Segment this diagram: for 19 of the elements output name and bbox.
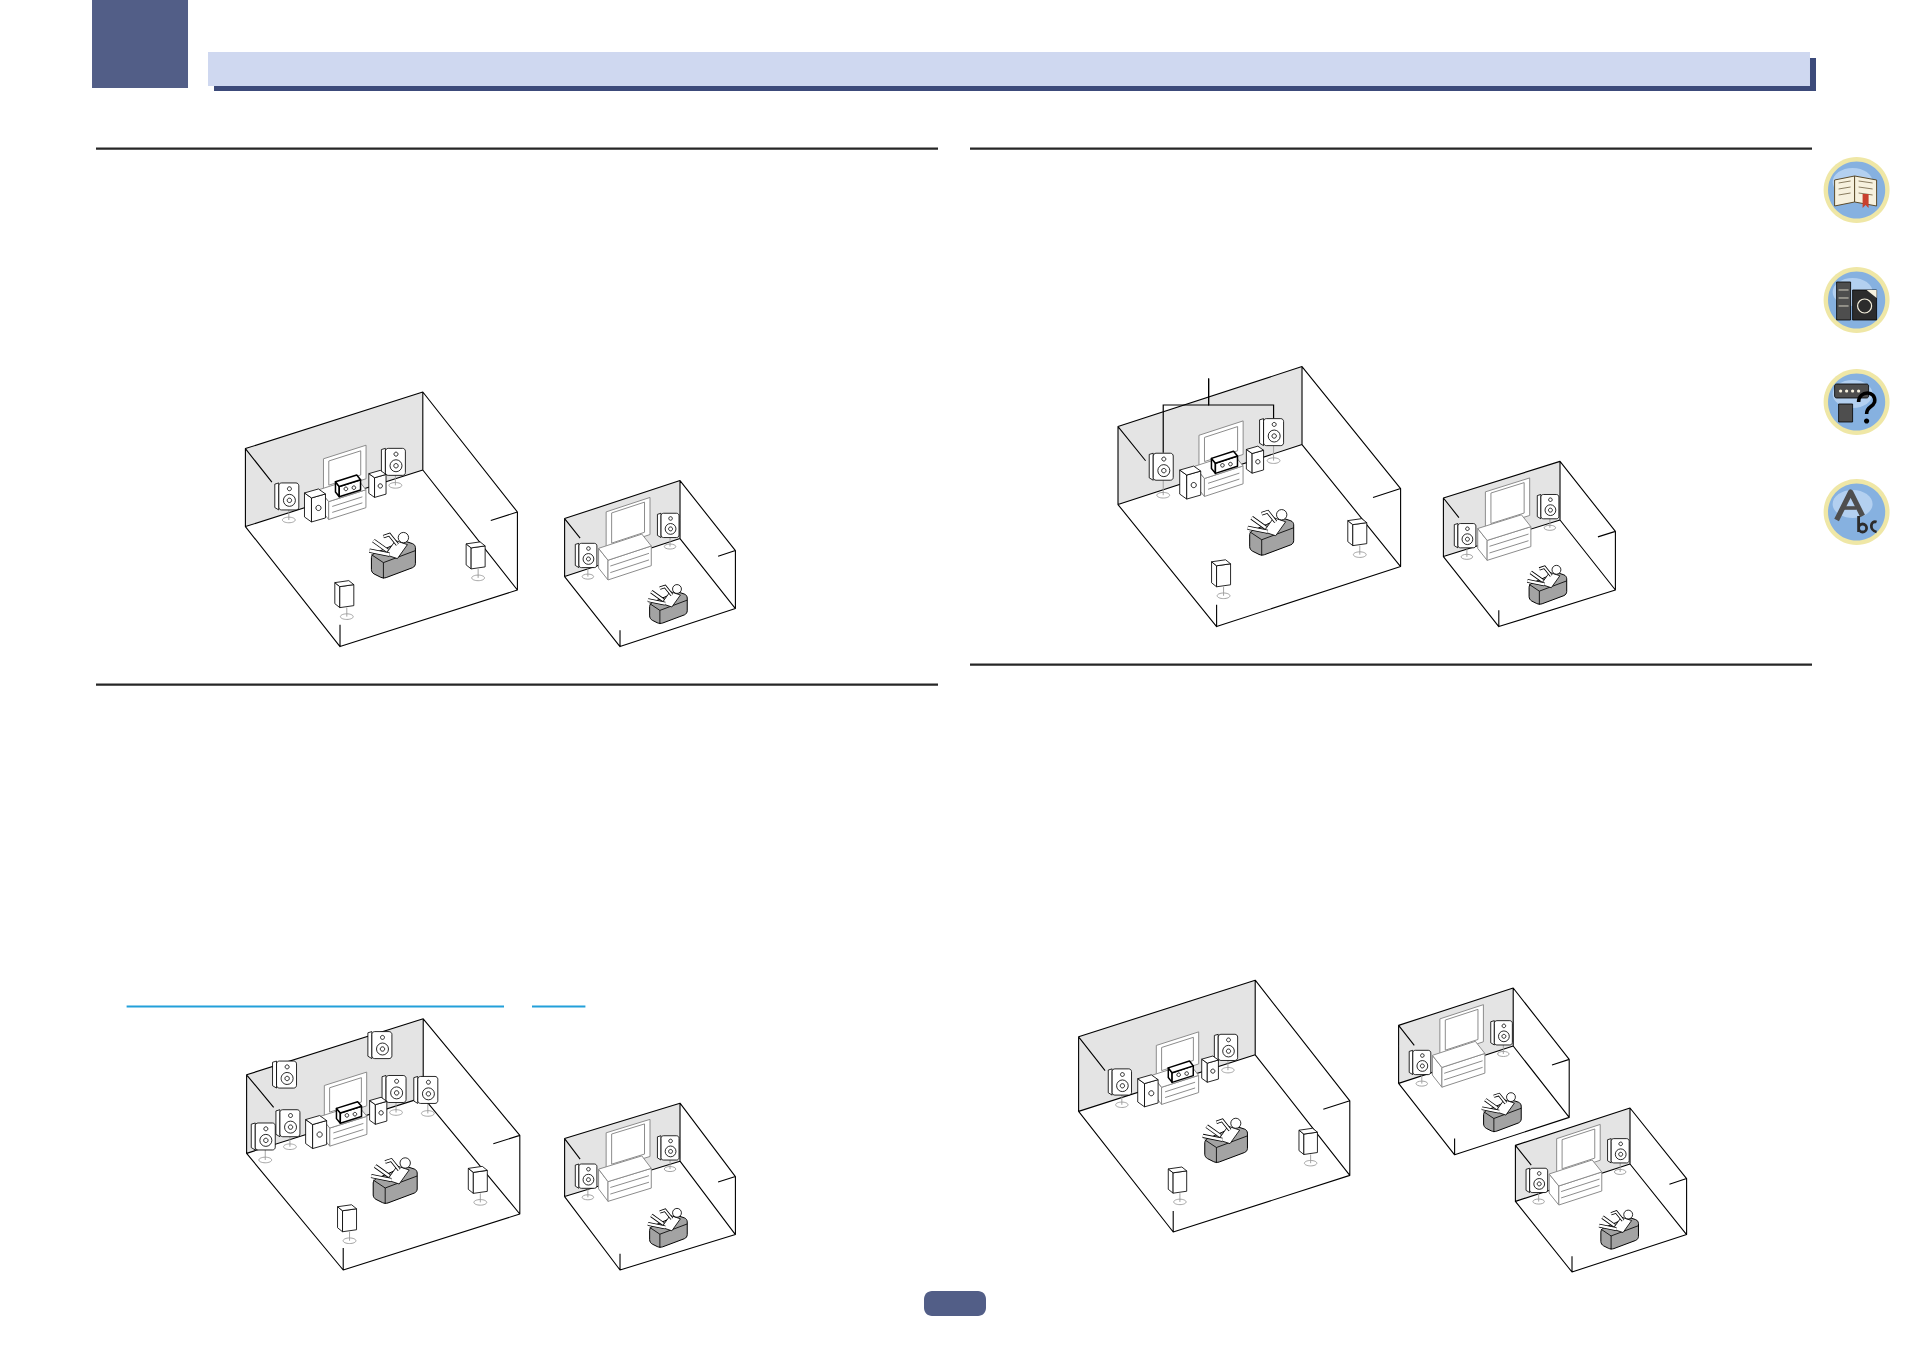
speaker — [657, 512, 680, 550]
speaker — [413, 1076, 439, 1117]
speaker — [1453, 523, 1477, 560]
speaker — [275, 1109, 301, 1150]
speaker — [574, 1163, 598, 1201]
speaker — [367, 1031, 393, 1060]
leader-line — [1208, 378, 1275, 419]
speaker — [1408, 1049, 1432, 1087]
speaker — [1490, 1020, 1513, 1057]
speaker — [1525, 1167, 1549, 1205]
speaker — [574, 542, 598, 580]
speaker — [272, 1060, 297, 1089]
speaker — [1607, 1138, 1630, 1175]
speaker — [1148, 452, 1174, 499]
speaker — [1107, 1068, 1132, 1108]
speaker — [250, 1122, 276, 1164]
speaker — [1536, 494, 1560, 531]
speaker — [657, 1135, 680, 1172]
speaker — [274, 482, 300, 524]
